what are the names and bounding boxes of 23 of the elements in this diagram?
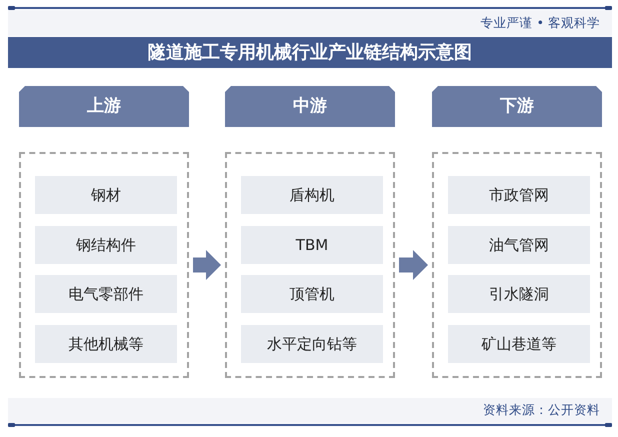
- category-card: 电气零部件: [35, 275, 177, 313]
- dashed-group-frame: [19, 152, 189, 378]
- category-card: 矿山巷道等: [448, 325, 590, 363]
- category-card: 钢结构件: [35, 226, 177, 264]
- category-card: 市政管网: [448, 176, 590, 214]
- stage-header: 下游: [432, 86, 602, 127]
- category-card: 顶管机: [241, 275, 383, 313]
- flow-arrow: [193, 250, 221, 280]
- stage-header: 上游: [19, 86, 189, 127]
- dashed-group-frame: [225, 152, 395, 378]
- dashed-group-frame: [432, 152, 602, 378]
- category-card: 盾构机: [241, 176, 383, 214]
- category-card: TBM: [241, 226, 383, 264]
- title-banner: 隧道施工专用机械行业产业链结构示意图: [8, 37, 612, 68]
- category-card: 其他机械等: [35, 325, 177, 363]
- category-card: 钢材: [35, 176, 177, 214]
- category-card: 引水隧洞: [448, 275, 590, 313]
- category-card: 油气管网: [448, 226, 590, 264]
- source-note: 资料来源：公开资料: [483, 401, 600, 420]
- stage-header: 中游: [225, 86, 395, 127]
- slogan-text: 专业严谨 • 客观科学: [480, 14, 600, 32]
- flow-arrow: [399, 250, 428, 280]
- category-card: 水平定向钻等: [241, 325, 383, 363]
